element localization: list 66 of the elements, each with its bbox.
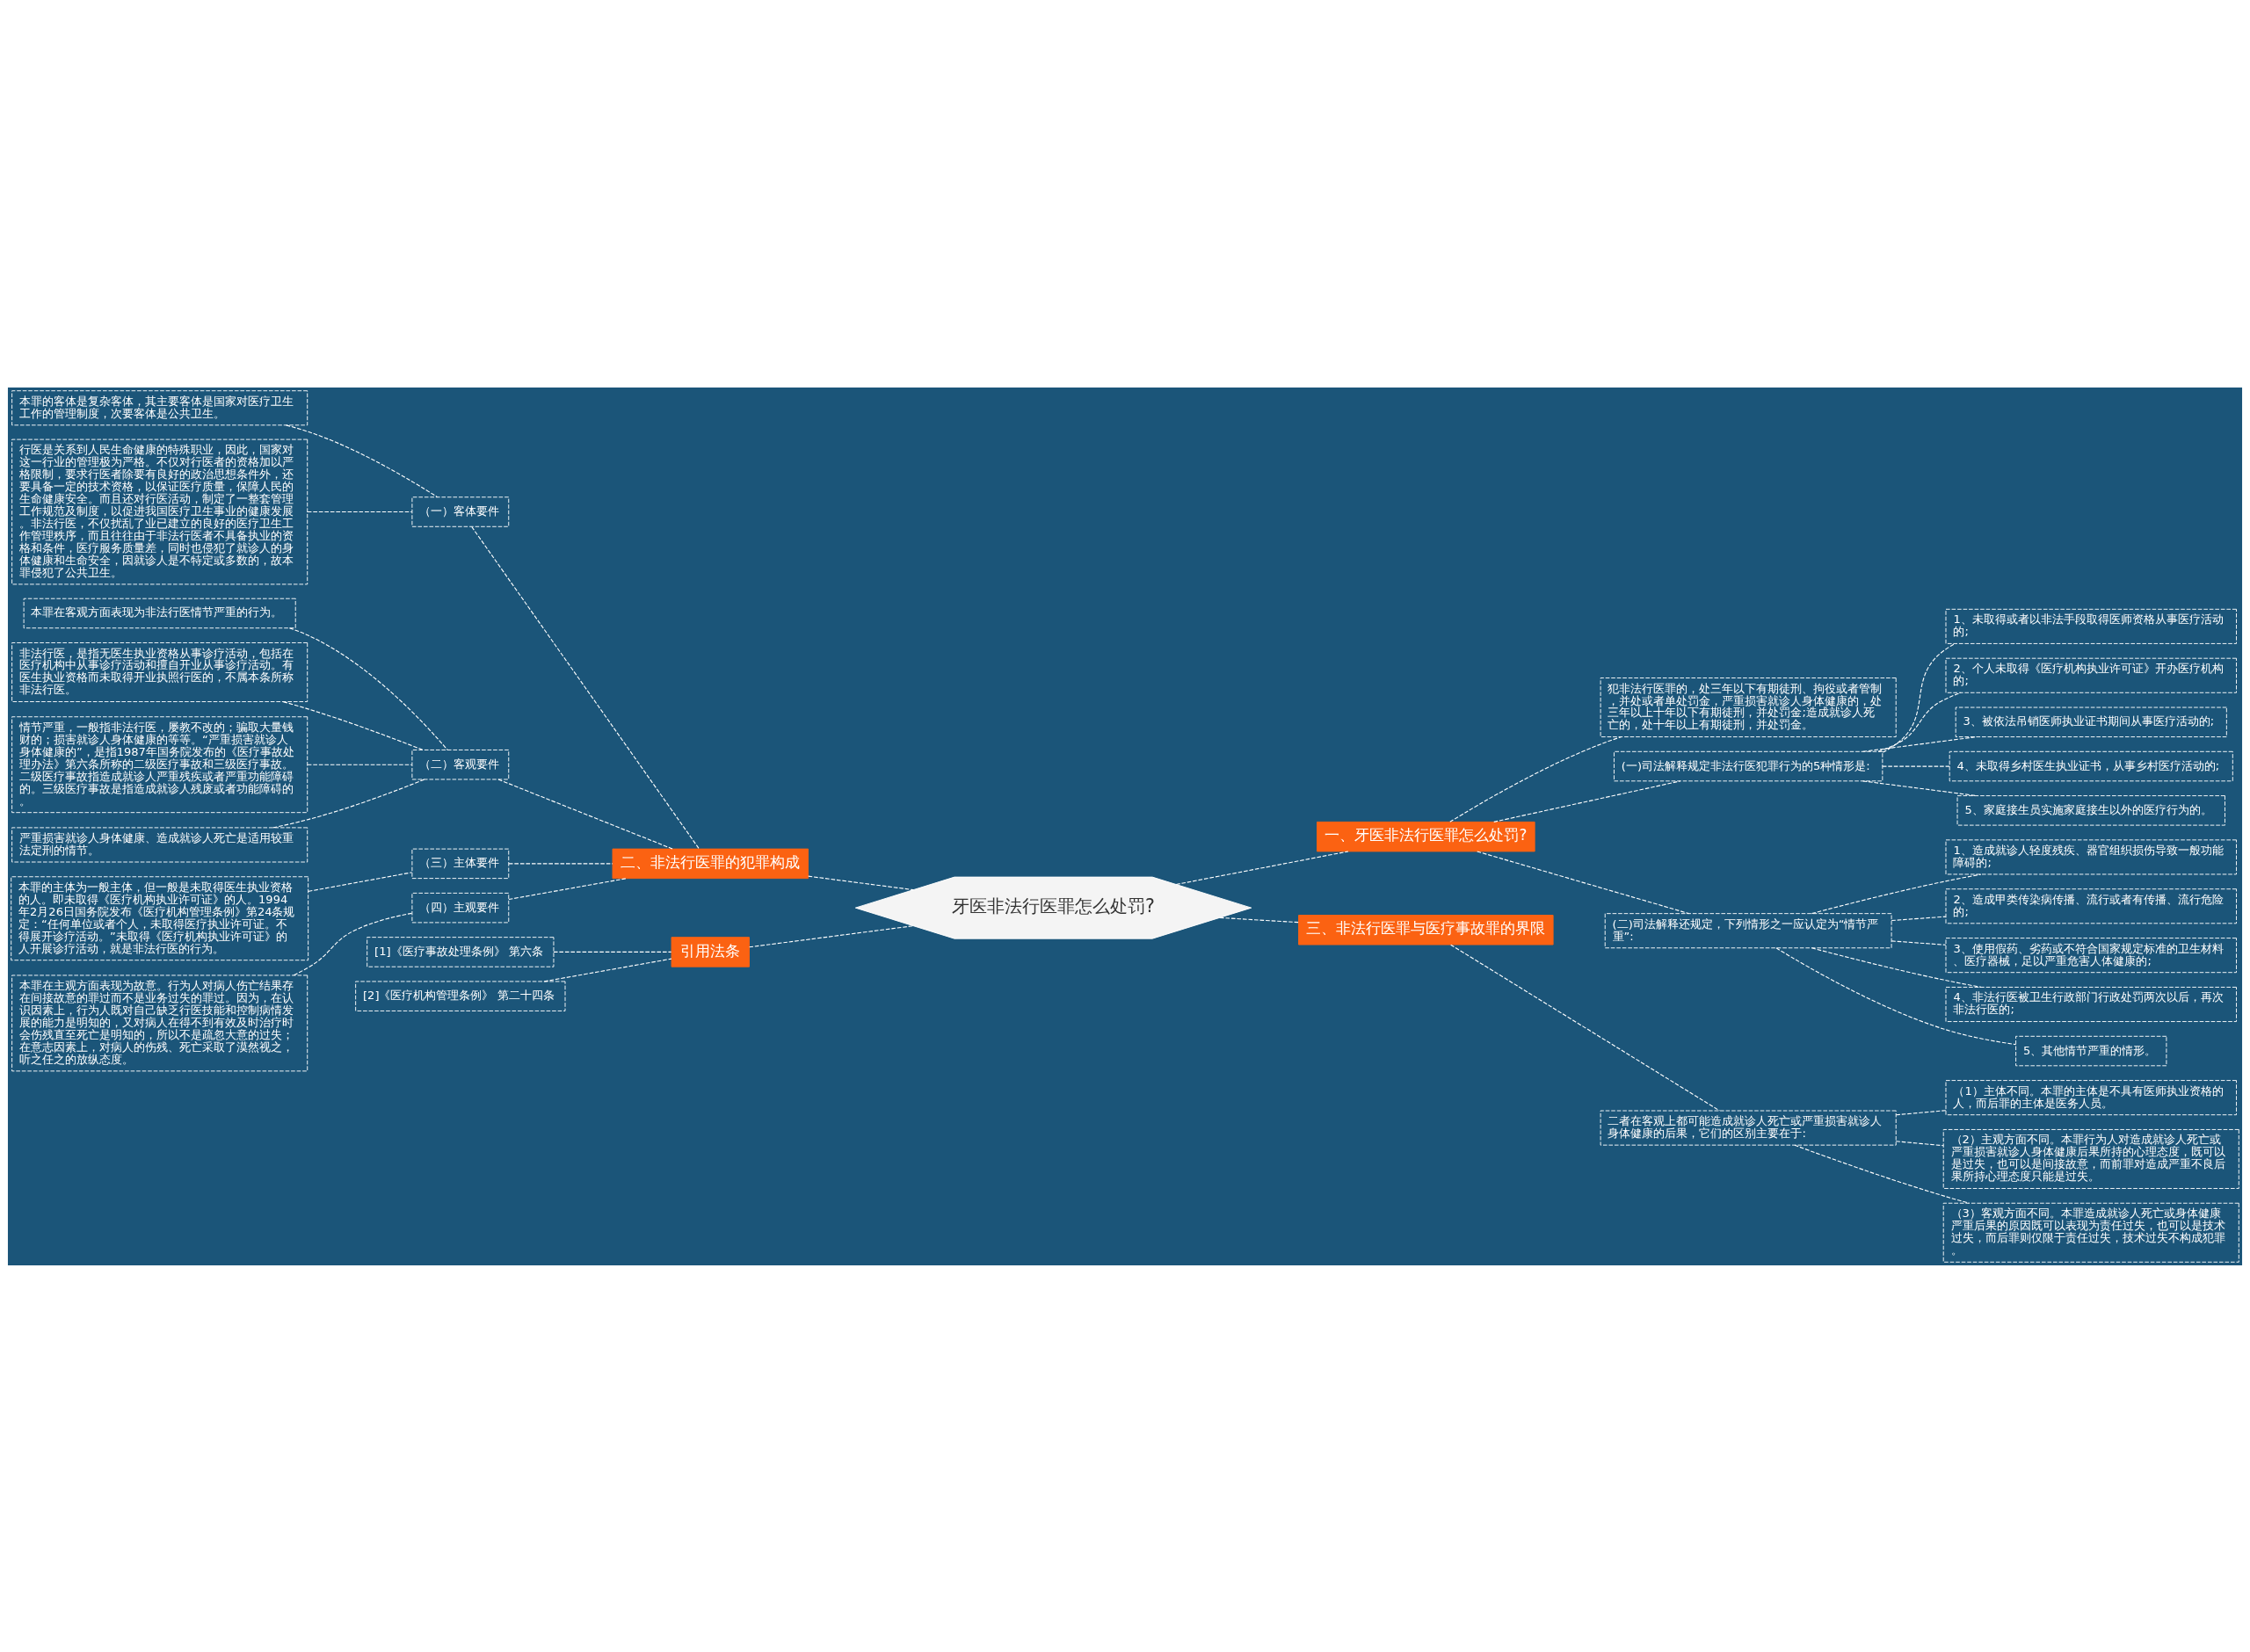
node-box: 3、被依法吊销医师执业证书期间从事医疗活动的; [1955,706,2227,737]
connector [1794,1144,1970,1204]
node-box: 2、个人未取得《医疗机构执业许可证》开办医疗机构的; [1945,657,2237,693]
connector [1877,692,1962,752]
connector [285,424,439,497]
node-box: 4、未取得乡村医生执业证书，从事乡村医疗活动的; [1949,750,2233,781]
connector [508,862,613,864]
connector [1862,735,1978,752]
node-box: 一、牙医非法行医罪怎么处罚? [1317,821,1535,851]
node-box: 引用法条 [671,936,750,967]
connector [1493,779,1681,822]
node-box: 1、造成就诊人轻度残疾、器官组织损伤导致一般功能障碍的; [1945,838,2237,874]
connector [1882,765,1950,767]
connector [1477,850,1690,914]
node-box: 三、非法行医罪与医疗事故罪的界限 [1298,914,1554,945]
connector [1862,779,1978,796]
node-box: 本罪在客观方面表现为非法行医情节严重的行为。 [23,598,296,628]
node-box: (一)司法解释规定非法行医犯罪行为的5种情形是: [1614,750,1883,781]
node-box: 5、家庭接生员实施家庭接生以外的医疗行为的。 [1956,794,2225,826]
node-box: 1、未取得或者以非法手段取得医师资格从事医疗活动的; [1945,608,2237,644]
node-box: 3、使用假药、劣药或不符合国家规定标准的卫生材料、医疗器械，足以严重危害人体健康的; [1945,937,2237,973]
node-box: 本罪的客体是复杂客体，其主要客体是国家对医疗卫生工作的管理制度，次要客体是公共卫生。 [11,389,308,425]
node-box: [2]《医疗机构管理条例》 第二十四条 [355,980,566,1011]
node-box: 非法行医，是指无医生执业资格从事诊疗活动，包括在医疗机构中从事诊疗活动和擅自开业从事诊疗活动。有医生执业资格而未取得开业执照行医的，不属本条所称非法行医。 [11,641,308,702]
connector [293,912,413,975]
node-box: 行医是关系到人民生命健康的特殊职业，因此，国家对这一行业的管理极为严格。不仅对行医者的资格加以严格限制，要求行医者除要有良好的政治思想条件外，还要具备一定的技术资格，以保证医疗质量，保障人民的生命健康安全。而且还对行医活动，制定了一整套管理工作规范及制度，以促进我国医疗卫生事业的健康发展。非法行医，不仅扰乱了业已建立的良好的医疗卫生工作管理秩序，而且往往由于非法行医者不具备执业的资格和条件，医疗服务质量差，同时也侵犯了就诊人的身体健康和生命安全，因就诊人是不特定或多数的，故本罪侵犯了公共卫生。 [11,438,308,584]
connector [1775,946,2016,1045]
node-box: （一）客体要件 [411,496,510,527]
connector [749,924,914,947]
connector [1450,944,1720,1111]
connector [497,779,673,850]
node-box: 二、非法行医罪的犯罪构成 [612,848,809,879]
connector [471,525,700,849]
connector [553,951,672,953]
connector [307,511,413,512]
connector [808,875,914,890]
node-box: （2）主观方面不同。本罪行为人对造成就诊人死亡或严重损害就诊人身体健康后果所持的心理态度，既可以是过失，也可以是间接故意，而前罪对造成严重不良后果所持心理态度只能是过失。 [1942,1128,2239,1189]
connector [307,764,413,765]
connector [288,627,448,750]
connector [508,877,628,900]
connector [1895,1109,1947,1115]
node-box: （三）主体要件 [411,848,510,879]
node-box: (二)司法解释还规定，下列情形之一应认定为“情节严重”: [1604,912,1892,948]
node-box: 2、造成甲类传染病传播、流行或者有传播、流行危险的; [1945,888,2237,924]
connector [308,871,413,892]
connector [1895,1140,1944,1146]
node-box: （3）客观方面不同。本罪造成就诊人死亡或身体健康严重后果的原因既可以表现为责任过失，也可以是技术过失，而后罪则仅限于责任过失，技术过失不构成犯罪。 [1942,1202,2239,1263]
node-box: 5、其他情节严重的情形。 [2015,1035,2167,1066]
connector [1882,642,1956,753]
node-box: 情节严重，一般指非法行医，屡教不改的；骗取大量钱财的；损害就诊人身体健康的等等。“严重损害就诊人身体健康的”，是指1987年国务院发布的《医疗事故处理办法》第六条所称的二级医疗事故和三级医疗事故。二级医疗事故指造成就诊人严重残疾或者严重功能障碍的。三级医疗事故是指造成就诊人残废或者功能障碍的。 [11,715,308,813]
node-box: （二）客观要件 [411,749,510,779]
node-box: （1）主体不同。本罪的主体是不具有医师执业资格的人，而后罪的主体是医务人员。 [1945,1079,2237,1115]
node-box: 二者在客观上都可能造成就诊人死亡或严重损害就诊人身体健康的后果，它们的区别主要在于: [1600,1110,1897,1146]
node-box: [1]《医疗事故处理条例》 第六条 [367,936,555,967]
connector [1811,873,1982,914]
node-box: 本罪在主观方面表现为故意。行为人对病人伤亡结果存在间接故意的罪过而不是业务过失的罪过。因为，在认识因素上，行为人既对自己缺乏行医技能和控制病情发展的能力是明知的，又对病人在得不到有效及时治疗时会伤残直至死亡是明知的，所以不是疏忽大意的过失；在意志因素上，对病人的伤残、死亡采取了漠然视之，听之任之的放纵态度。 [11,975,308,1071]
connector [1891,939,1947,946]
node-box: 严重损害就诊人身体健康、造成就诊人死亡是适用较重法定刑的情节。 [11,826,308,862]
node-box: 本罪的主体为一般主体，但一般是未取得医生执业资格的人。即未取得《医疗机构执业许可证》的人。1994年2月26日国务院发布《医疗机构管理条例》第24条规定：“任何单位或者个人，未取得医疗执业许可证。不得展开诊疗活动。”未取得《医疗机构执业许可证》的人开展诊疗活动，就是非法行医的行为。 [11,875,309,960]
connector [543,958,672,982]
connector [1891,916,1947,921]
node-box: 4、非法行医被卫生行政部门行政处罚两次以后，再次非法行医的; [1945,986,2237,1022]
node-box: （四）主观要件 [411,892,510,923]
connector [1175,850,1349,885]
node-box: 犯非法行医罪的，处三年以下有期徒刑、拘役或者管制，并处或者单处罚金，严重损害就诊人身体健康的，处三年以上十年以下有期徒刑，并处罚金;造成就诊人死亡的，处十年以上有期徒刑，并处罚金。 [1600,677,1897,737]
connector [1219,917,1300,923]
